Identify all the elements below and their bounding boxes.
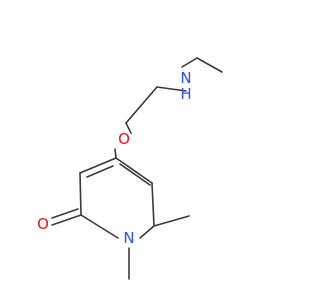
ring-bond-c3-c4-inner	[86, 165, 114, 178]
molecule-structure: O N H N O	[37, 57, 223, 280]
bond-ch2-nh	[181, 57, 198, 68]
ring-nitrogen-label: N	[123, 229, 134, 247]
ring-bond-c3-c4	[79, 157, 117, 174]
ring-bond-c4-c5-inner	[119, 163, 151, 186]
carbonyl-oxygen-label: O	[37, 215, 49, 233]
ring-bond-n1-c2	[80, 214, 119, 239]
amine-nitrogen-label: N	[180, 69, 191, 87]
atom-labels: O N H N O	[37, 69, 192, 247]
bond-c6-methyl	[153, 215, 190, 227]
amine-hydrogen-label: H	[180, 85, 191, 103]
ring-bond-c2-c3	[79, 172, 82, 216]
bond-o-ring	[114, 148, 117, 159]
bond-c2-o-carbonyl	[51, 214, 82, 226]
bond-ch2-o	[125, 122, 132, 134]
ring-bond-c5-c6	[151, 182, 155, 227]
ring-bond-c4-c5	[115, 157, 153, 184]
bond-ch2-ch2	[125, 86, 158, 124]
ring-bond-c6-n1	[139, 225, 155, 239]
bond-c2-o-carbonyl-inner	[51, 208, 79, 219]
bond-nh-ch2	[156, 86, 187, 92]
bonds	[51, 57, 223, 280]
ether-oxygen-label: O	[118, 130, 130, 148]
bond-ch3-ch2	[196, 57, 223, 73]
